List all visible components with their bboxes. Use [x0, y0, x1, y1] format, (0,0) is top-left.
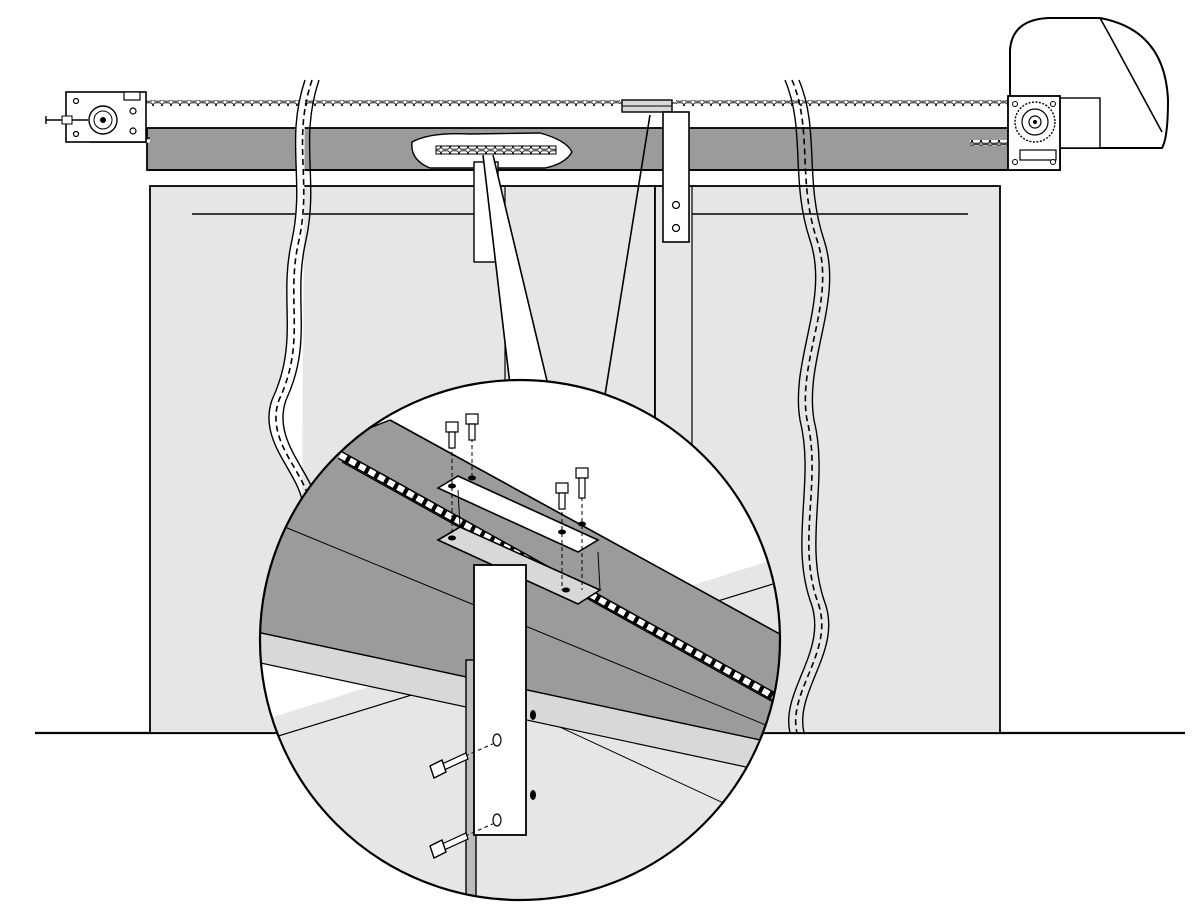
top-chain-clamp	[621, 99, 673, 113]
door-bracket-right	[662, 111, 690, 243]
break-line-left	[268, 79, 320, 501]
break-line-right	[784, 79, 831, 734]
bracket-mount-bolts	[429, 741, 498, 859]
bolt-2	[465, 413, 479, 480]
motor-housing	[1007, 17, 1170, 171]
detail-bracket	[465, 564, 536, 900]
bolt-4	[575, 467, 589, 590]
left-idler-bracket	[45, 91, 147, 143]
clamp-bolts	[445, 413, 589, 590]
mount-bolt-1	[429, 741, 498, 779]
sliding-door-right	[654, 185, 1001, 734]
detail-magnifier	[258, 378, 782, 902]
bolt-3	[555, 482, 569, 590]
overhead-track	[146, 127, 1013, 171]
mount-bolt-2	[429, 821, 498, 859]
bolt-1	[445, 421, 459, 540]
